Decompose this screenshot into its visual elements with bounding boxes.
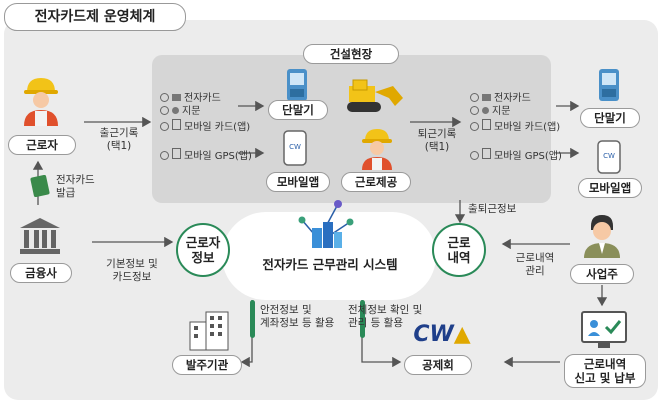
mobile-app-label-right: 모바일앱: [578, 178, 642, 198]
network-icon: [298, 200, 354, 248]
system-label: 전자카드 근무관리 시스템: [262, 257, 398, 272]
card-info-label: 기본정보 및 카드정보: [92, 258, 172, 284]
history-manage-line2: 관리: [525, 265, 545, 277]
checkin-line2: (택1): [106, 140, 132, 152]
total-info-line1: 전체정보 확인 및: [348, 304, 423, 316]
bank-label: 금융사: [10, 263, 72, 283]
diagram-title: 전자카드제 운영체계: [4, 3, 186, 31]
checkin-line1: 출근기록: [99, 127, 139, 139]
work-history-line1: 근로: [447, 235, 471, 250]
card-issue-line1: 전자카드: [56, 174, 95, 186]
mutual-aid-logo: CW▲: [413, 322, 471, 347]
card-issue-line2: 발급: [56, 187, 76, 199]
safety-info-bar: [250, 300, 255, 338]
history-manage-line1: 근로내역: [515, 252, 555, 264]
history-manage-label: 근로내역 관리: [505, 252, 565, 278]
monitor-icon: [581, 311, 627, 348]
site-worker-icon: [362, 129, 392, 170]
total-info-bar: [360, 300, 365, 338]
terminal-label: 단말기: [268, 100, 328, 120]
mobile-app-label: 모바일앱: [266, 172, 330, 192]
svg-text:CW: CW: [289, 143, 301, 151]
left-option-fingerprint: 지문: [160, 106, 200, 118]
construction-site-title: 건설현장: [303, 44, 399, 64]
left-option-mobile-card: 모바일 카드(앱): [160, 119, 250, 134]
worker-label: 근로자: [8, 135, 76, 155]
work-history-line2: 내역: [447, 250, 471, 265]
equipment-label: 근로제공: [341, 172, 411, 192]
inout-info-label: 출퇴근정보: [468, 203, 517, 215]
employer-icon: [584, 215, 620, 258]
left-option-card: 전자카드: [160, 93, 221, 105]
card-icon: [30, 175, 50, 197]
worker-info-line1: 근로자: [185, 235, 221, 250]
checkin-label: 출근기록 (택1): [88, 127, 150, 153]
checkout-line1: 퇴근기록: [417, 128, 457, 140]
terminal-icon-right: [599, 69, 619, 101]
card-info-line1: 기본정보 및: [106, 258, 158, 270]
right-option-card: 전자카드: [470, 93, 531, 105]
bank-icon: [20, 218, 60, 254]
building-icon: [189, 311, 229, 351]
safety-info-line2: 계좌정보 등 활용: [260, 317, 335, 329]
report-line1: 근로내역: [583, 357, 627, 371]
employer-label: 사업주: [570, 264, 634, 284]
total-info-line2: 관리 등 활용: [348, 317, 403, 329]
worker-info-line2: 정보: [191, 250, 215, 265]
total-info-label: 전체정보 확인 및 관리 등 활용: [348, 304, 422, 330]
checkout-label: 퇴근기록 (택1): [412, 128, 462, 154]
right-option-mobile-card: 모바일 카드(앱): [470, 119, 560, 134]
safety-info-label: 안전정보 및 계좌정보 등 활용: [260, 304, 334, 330]
terminal-icon: [287, 69, 307, 101]
bulldozer-icon: [347, 79, 403, 112]
card-info-line2: 카드정보: [112, 271, 152, 283]
left-option-gps: 모바일 GPS(앱): [160, 148, 252, 163]
safety-info-line1: 안전정보 및: [260, 304, 312, 316]
report-label: 근로내역 신고 및 납부: [564, 354, 646, 388]
mutual-aid-label: 공제회: [404, 355, 472, 375]
mobile-app-icon: CW: [283, 130, 307, 166]
card-issue-label: 전자카드 발급: [56, 174, 95, 200]
svg-text:CW: CW: [603, 152, 615, 160]
right-option-gps: 모바일 GPS(앱): [470, 148, 562, 163]
report-line2: 신고 및 납부: [574, 371, 636, 385]
client-label: 발주기관: [172, 355, 242, 375]
worker-icon: [24, 78, 58, 126]
mobile-app-icon-right: CW: [597, 140, 621, 174]
checkout-line2: (택1): [424, 141, 450, 153]
right-option-fingerprint: 지문: [470, 106, 510, 118]
terminal-label-right: 단말기: [580, 108, 640, 128]
